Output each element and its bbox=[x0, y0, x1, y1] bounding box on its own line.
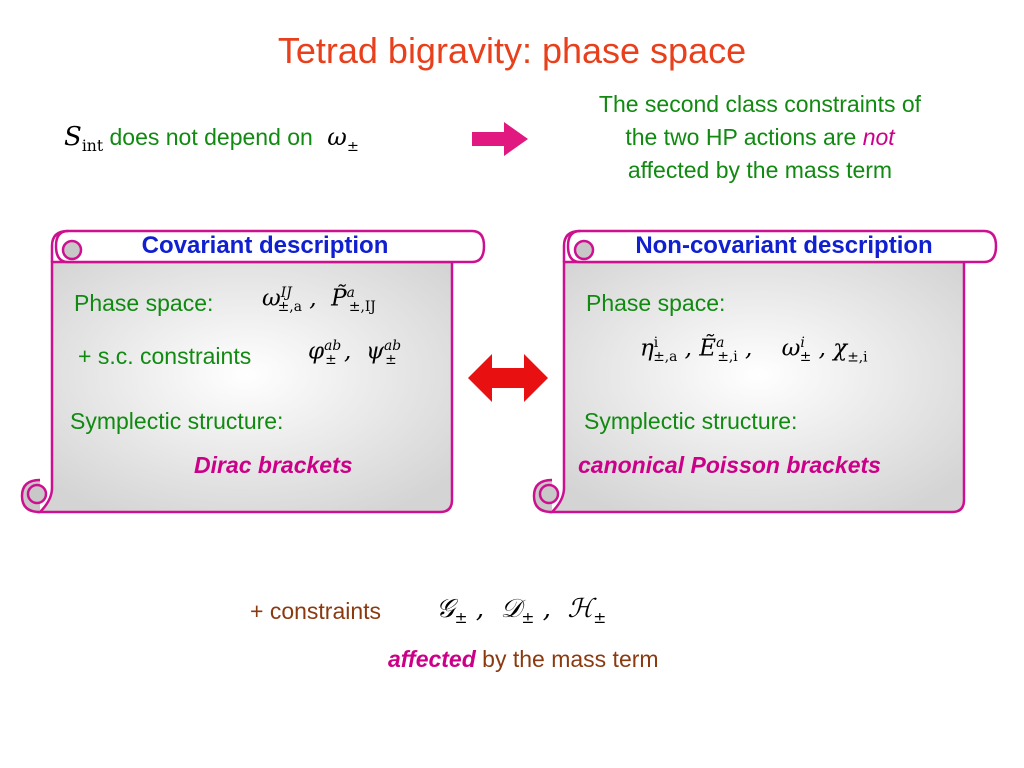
poisson-brackets: canonical Poisson brackets bbox=[578, 452, 881, 478]
s-int-symbol: Sint bbox=[64, 122, 104, 156]
does-not-depend-text: does not depend on bbox=[109, 124, 313, 150]
by-mass-term-text: by the mass term bbox=[482, 646, 659, 672]
page-title: Tetrad bigravity: phase space bbox=[277, 30, 747, 71]
double-arrow-icon bbox=[468, 354, 548, 402]
left-symplectic-label: Symplectic structure: bbox=[70, 408, 284, 434]
top-statement: Sint does not depend on ω± bbox=[64, 122, 359, 155]
affected-word: affected bbox=[388, 646, 476, 672]
covariant-header: Covariant description bbox=[141, 232, 389, 259]
right-symplectic-label: Symplectic structure: bbox=[584, 408, 798, 434]
omega-pm-symbol: ω± bbox=[327, 123, 359, 155]
scroll-right bbox=[532, 229, 998, 514]
not-word: not bbox=[862, 124, 895, 150]
affected-line: affected by the mass term bbox=[388, 646, 659, 673]
sc-constraints-math: φab± , ψab± bbox=[308, 338, 402, 369]
scroll-left bbox=[20, 229, 486, 514]
statement-line-3: affected by the mass term bbox=[627, 157, 893, 183]
statement-line-1: The second class constraints of bbox=[598, 91, 922, 117]
non-covariant-header: Non-covariant description bbox=[635, 232, 933, 259]
left-phase-space-math: ωIJ±,a , P̃a±,IJ bbox=[262, 285, 376, 316]
right-phase-space-math: ηi±,a , Ẽa±,i , ωi± , χ±,i bbox=[640, 335, 868, 366]
constraints-math: 𝒢± , 𝒟± , ℋ± bbox=[436, 594, 607, 628]
second-class-statement: The second class constraints of the two … bbox=[540, 88, 980, 187]
sc-constraints-label: + s.c. constraints bbox=[78, 343, 252, 369]
constraints-label: + constraints bbox=[250, 598, 382, 624]
left-phase-space-label: Phase space: bbox=[74, 290, 214, 316]
right-phase-space-label: Phase space: bbox=[586, 290, 726, 316]
statement-line-2: the two HP actions are not bbox=[625, 124, 895, 150]
right-arrow-icon bbox=[472, 122, 528, 156]
dirac-brackets: Dirac brackets bbox=[194, 452, 353, 478]
